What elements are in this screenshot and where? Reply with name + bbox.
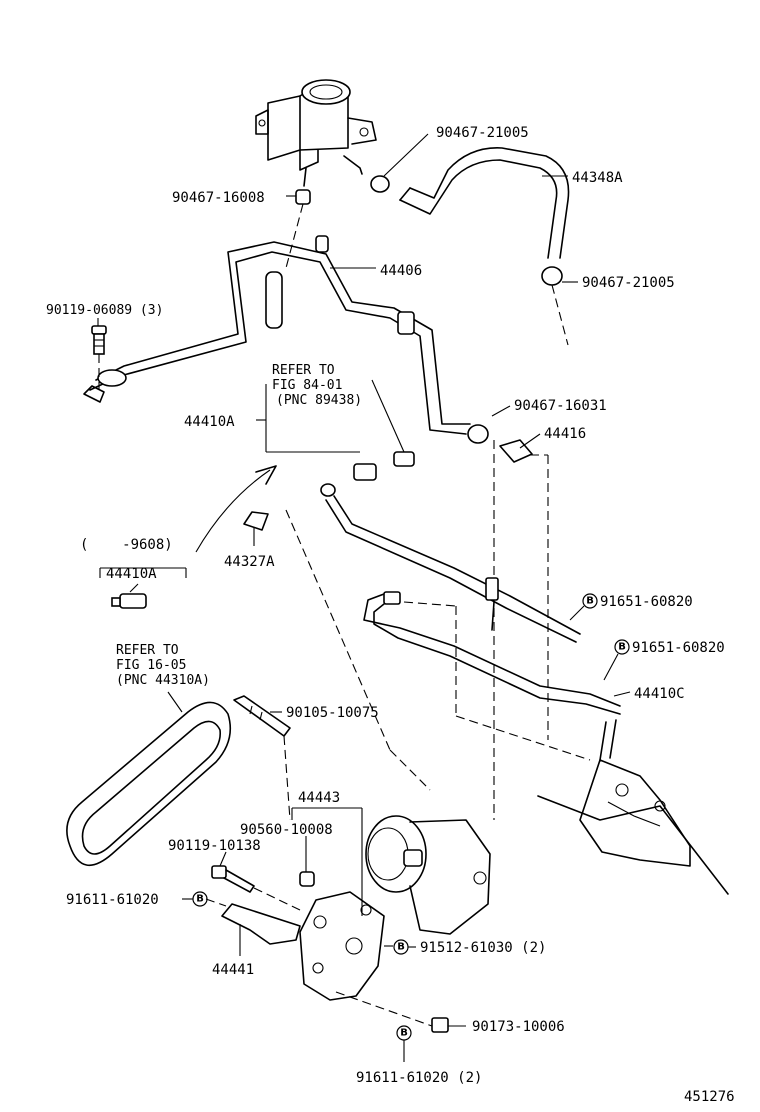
label-44348a: 44348A bbox=[572, 170, 623, 186]
label-refer-fig84-line2: FIG 84-01 bbox=[272, 378, 342, 393]
bolt-90119-06089 bbox=[91, 325, 107, 390]
svg-text:B: B bbox=[586, 596, 594, 607]
svg-text:B: B bbox=[397, 942, 405, 953]
label-44406: 44406 bbox=[380, 263, 422, 279]
badge-b-91651-1: B bbox=[582, 593, 598, 609]
label-90467-21005-top: 90467-21005 bbox=[436, 125, 529, 141]
label-90119-06089: 90119-06089 (3) bbox=[46, 303, 163, 318]
label-91651-60820-2: 91651-60820 bbox=[632, 640, 725, 656]
arrow-to-refer bbox=[195, 465, 277, 553]
hose-clamp-90467-21005-mid bbox=[541, 266, 569, 346]
bracket-44443 bbox=[299, 891, 433, 1027]
bolt-90119-10138 bbox=[211, 865, 301, 911]
label-44410a-upper: 44410A bbox=[184, 414, 235, 430]
label-90467-16031: 90467-16031 bbox=[514, 398, 607, 414]
label-44443: 44443 bbox=[298, 790, 340, 806]
label-refer-fig16-line1: REFER TO bbox=[116, 643, 179, 658]
nut-90173-10006 bbox=[431, 1017, 449, 1033]
label-44410a-lower: 44410A bbox=[106, 566, 157, 582]
label-90119-10138: 90119-10138 bbox=[168, 838, 261, 854]
return-hose-44348a bbox=[399, 147, 570, 259]
bracket-44441 bbox=[205, 898, 301, 956]
label-90173-10006: 90173-10006 bbox=[472, 1019, 565, 1035]
label-91611-61020-left: 91611-61020 bbox=[66, 892, 159, 908]
stud-bolt-90105-10075 bbox=[233, 695, 291, 821]
steering-gear-housing bbox=[537, 719, 729, 895]
union-fitting-44410a bbox=[111, 593, 147, 609]
label-44441: 44441 bbox=[212, 962, 254, 978]
pressure-tube-44410c bbox=[363, 591, 621, 761]
badge-b-91611-left: B bbox=[192, 891, 208, 907]
label-90105-10075: 90105-10075 bbox=[286, 705, 379, 721]
spacer-90560-10008 bbox=[299, 871, 315, 887]
svg-text:B: B bbox=[618, 642, 626, 653]
leader-lines bbox=[97, 133, 631, 1062]
badge-b-91512: B bbox=[393, 939, 409, 955]
badge-b-91611-bottom: B bbox=[396, 1025, 412, 1041]
label-refer-fig16-line2: FIG 16-05 bbox=[116, 658, 186, 673]
return-tube-44406 bbox=[83, 235, 471, 435]
label-refer-fig84-line3: (PNC 89438) bbox=[276, 393, 362, 408]
clamp-90467-16031 bbox=[467, 424, 495, 820]
label-90467-21005-mid: 90467-21005 bbox=[582, 275, 675, 291]
pressure-switch-fittings bbox=[265, 379, 415, 481]
label-44410c: 44410C bbox=[634, 686, 685, 702]
clamp-90467-16008 bbox=[285, 189, 311, 269]
label-refer-fig84-line1: REFER TO bbox=[272, 363, 335, 378]
drive-belt bbox=[66, 701, 232, 867]
svg-text:B: B bbox=[400, 1028, 408, 1039]
label-44327a: 44327A bbox=[224, 554, 275, 570]
hose-clamp-90467-21005-top bbox=[370, 175, 390, 193]
reservoir-tank bbox=[255, 79, 377, 187]
union-bolt-44416 bbox=[499, 439, 549, 740]
label-90467-16008: 90467-16008 bbox=[172, 190, 265, 206]
label-90560-10008: 90560-10008 bbox=[240, 822, 333, 838]
svg-text:B: B bbox=[196, 894, 204, 905]
label-91611-61020-bottom: 91611-61020 (2) bbox=[356, 1070, 482, 1086]
label-44416: 44416 bbox=[544, 426, 586, 442]
pressure-tube-44410a bbox=[285, 483, 581, 791]
label-91651-60820-1: 91651-60820 bbox=[600, 594, 693, 610]
clamp-44327a bbox=[243, 511, 269, 531]
figure-number: 451276 bbox=[684, 1089, 735, 1105]
vane-pump bbox=[365, 815, 491, 935]
badge-b-91651-2: B bbox=[614, 639, 630, 655]
label-refer-fig16-line3: (PNC 44310A) bbox=[116, 673, 210, 688]
label-date-range: ( -9608) bbox=[80, 537, 173, 553]
label-91512-61030: 91512-61030 (2) bbox=[420, 940, 546, 956]
